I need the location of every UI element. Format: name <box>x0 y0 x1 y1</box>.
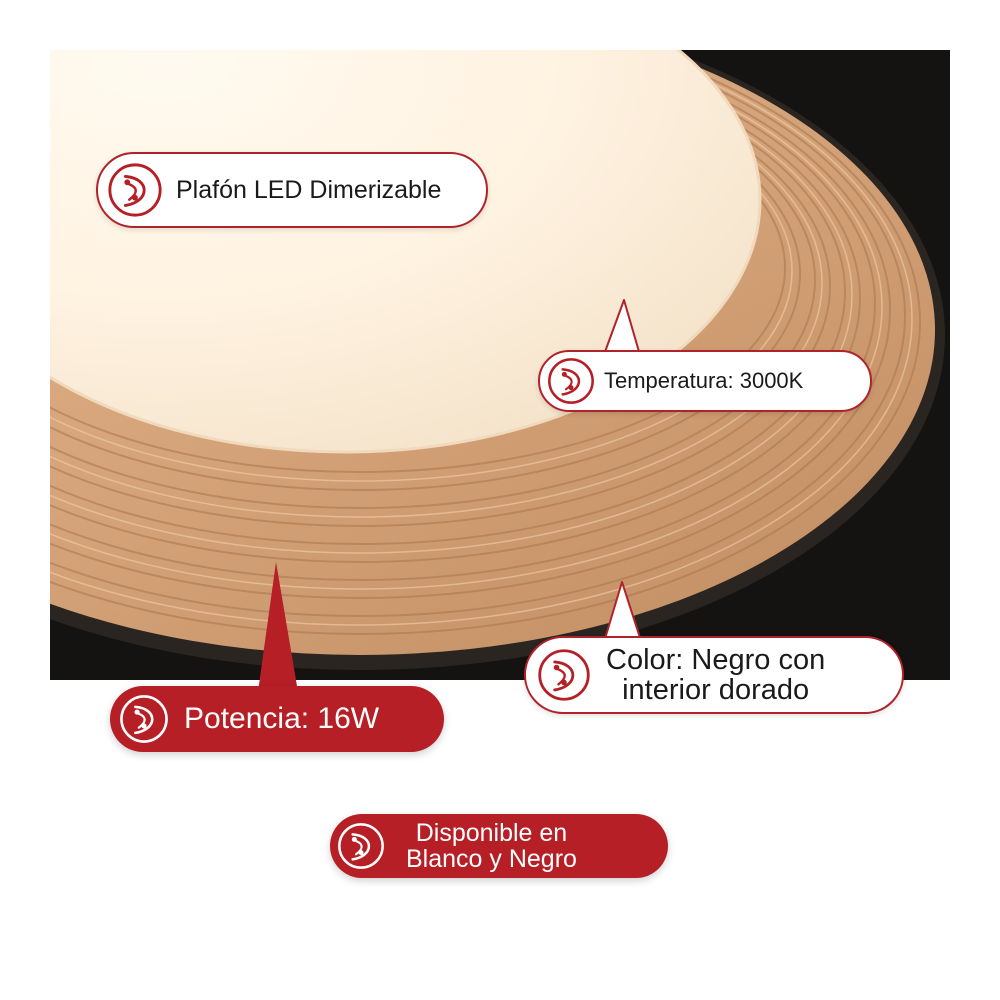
panel-edge <box>50 50 762 454</box>
callout-temperature: Temperatura: 3000K <box>538 350 872 412</box>
callout-power-text: Potencia: 16W <box>184 702 380 736</box>
led-bulb-icon <box>106 161 164 219</box>
led-bulb-icon <box>546 356 596 406</box>
led-bulb-icon <box>536 647 592 703</box>
callout-availability-text: Disponible en Blanco y Negro <box>406 818 577 873</box>
pointer-power <box>258 562 298 692</box>
callout-availability-line1: Disponible en <box>415 818 568 847</box>
callout-availability: Disponible en Blanco y Negro <box>330 814 668 878</box>
led-bulb-icon <box>336 821 386 871</box>
callout-color-line2: interior dorado <box>622 674 810 706</box>
callout-dimmable: Plafón LED Dimerizable <box>96 152 488 228</box>
callout-dimmable-text: Plafón LED Dimerizable <box>176 175 442 204</box>
callout-color-text: Color: Negro con interior dorado <box>606 643 826 706</box>
callout-color: Color: Negro con interior dorado <box>524 636 904 714</box>
callout-power: Potencia: 16W <box>110 686 444 752</box>
gold-rib-highlights <box>50 50 913 626</box>
callout-color-line1: Color: Negro con <box>606 643 826 676</box>
callout-availability-line2: Blanco y Negro <box>406 845 577 873</box>
callout-temperature-text: Temperatura: 3000K <box>604 368 804 394</box>
led-bulb-icon <box>118 693 170 745</box>
